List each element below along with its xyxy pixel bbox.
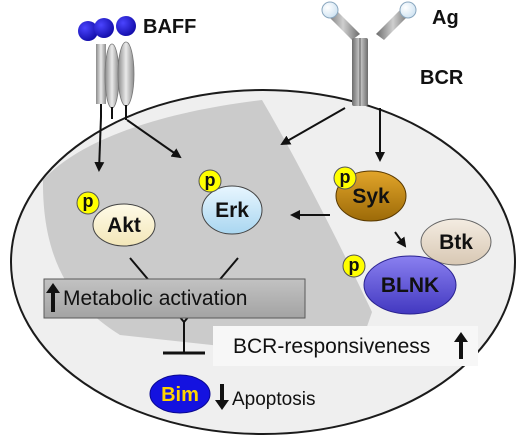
baff-label: BAFF: [143, 16, 196, 38]
akt-node: Akt p: [76, 191, 156, 247]
phospho-badge: [198, 169, 222, 193]
bcr-responsiveness-label: BCR-responsiveness: [233, 335, 430, 358]
phospho-label: p: [83, 191, 94, 211]
phospho-badge: [333, 166, 357, 190]
phospho-label: p: [349, 255, 360, 275]
akt-label: Akt: [107, 214, 141, 237]
metabolic-activation-label: Metabolic activation: [63, 287, 247, 310]
bim-label: Bim: [161, 384, 199, 406]
baff-receptor-icon: [116, 16, 136, 120]
syk-label: Syk: [352, 185, 390, 208]
baff-receptor-complex: BAFF: [78, 16, 196, 120]
bcr-antibody-icon: [321, 1, 417, 106]
arrow-bcr-to-erk-path: [280, 107, 346, 145]
erk-label: Erk: [215, 199, 249, 222]
phospho-badge: [76, 191, 100, 215]
baff-receptor-icon: [78, 21, 106, 117]
apoptosis-indicator: Apoptosis: [215, 384, 315, 410]
bcr-receptor: Ag BCR: [321, 1, 464, 106]
metabolic-activation-box: Metabolic activation: [43, 278, 306, 319]
syk-node: Syk p: [333, 166, 407, 222]
arrow-baff-to-erk: [126, 119, 182, 159]
baff-receptor-icon: [94, 18, 120, 119]
btk-label: Btk: [439, 231, 473, 254]
phospho-label: p: [205, 170, 216, 190]
ag-label: Ag: [432, 7, 459, 29]
up-arrow-icon: [454, 332, 468, 359]
apoptosis-label: Apoptosis: [232, 389, 315, 410]
btk-node: Btk: [420, 218, 492, 266]
down-arrow-icon: [215, 384, 229, 410]
up-arrow-icon: [46, 283, 60, 312]
blnk-node: BLNK p: [342, 254, 457, 315]
bcr-responsiveness-box: BCR-responsiveness: [213, 326, 478, 366]
antigen-icon: [321, 1, 339, 19]
arrow-syk-to-blnk: [394, 231, 407, 248]
antigen-icon: [399, 1, 417, 19]
bcr-label: BCR: [420, 67, 464, 89]
bim-node: Bim: [149, 374, 211, 414]
arrow-baff-to-akt: [94, 116, 105, 172]
blnk-label: BLNK: [381, 274, 439, 297]
erk-node: Erk p: [198, 169, 263, 235]
phospho-badge: [342, 254, 366, 278]
phospho-label: p: [340, 167, 351, 187]
